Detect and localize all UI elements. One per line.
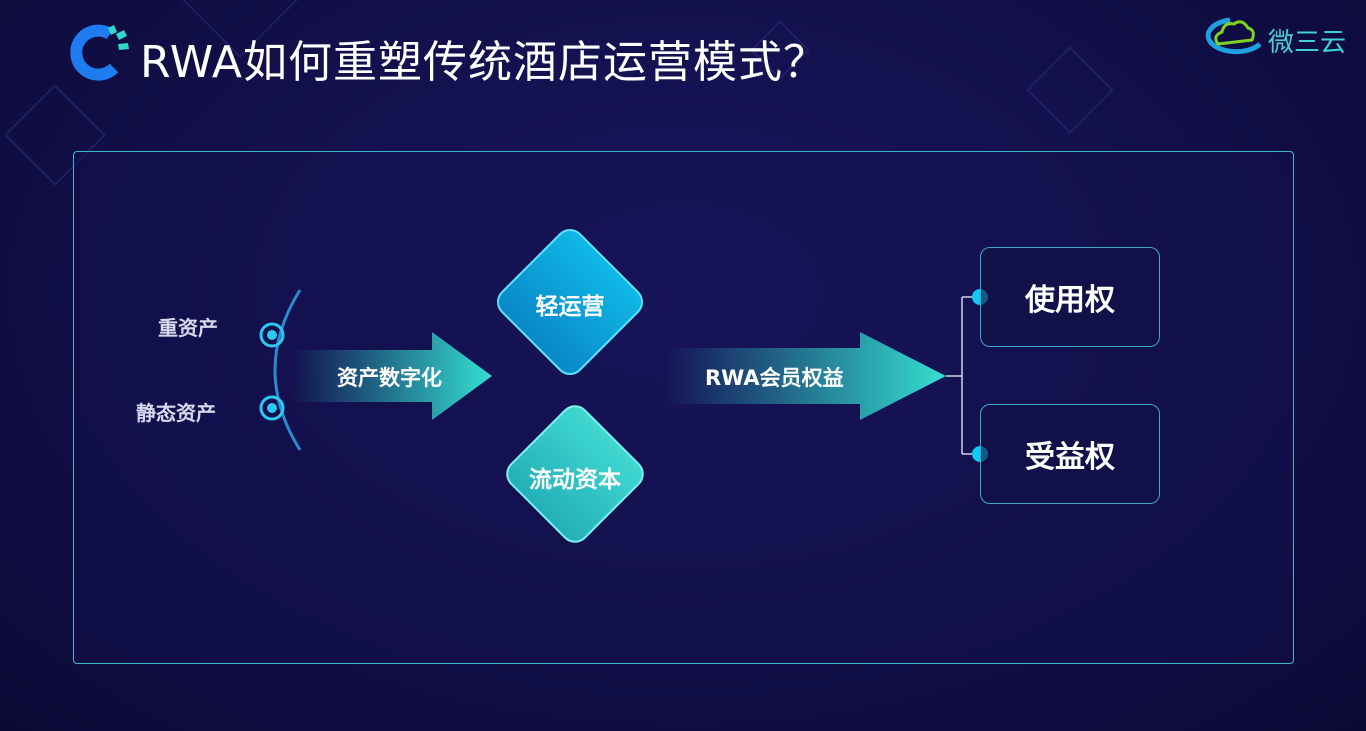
output-bracket [946,296,975,455]
input-label-heavy-assets: 重资产 [158,316,218,340]
node-dot-1 [259,322,285,348]
diamond-label-light-ops: 轻运营 [535,294,605,320]
logo-icon [70,24,129,81]
node-dot-2 [259,395,285,421]
brand-name: 微三云 [1268,28,1347,58]
diamond-liquid-capital [506,405,644,543]
arrow-1 [292,332,492,420]
diamond-label-liquid-capital: 流动资本 [529,467,621,493]
arrow-label-membership-rights: RWA会员权益 [705,366,844,390]
arrow-label-digitization: 资产数字化 [337,366,442,390]
brand-logo-icon [1205,17,1262,55]
page-title: RWA如何重塑传统酒店运营模式？ [140,37,828,88]
bracket-arc [273,289,302,451]
input-label-static-assets: 静态资产 [136,401,216,425]
arrow-2 [665,332,946,420]
output-box-beneficial-rights: 受益权 [980,404,1160,504]
diamond-light-ops [497,229,643,375]
output-box-usage-rights: 使用权 [980,247,1160,347]
